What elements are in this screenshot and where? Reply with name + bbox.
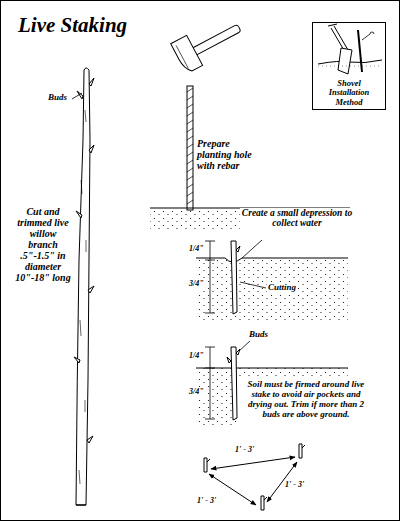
dimension-label: 1' - 3' — [284, 481, 305, 490]
inset-caption: Shovel Installation Method — [313, 79, 385, 107]
inset-box: Shovel Installation Method — [312, 22, 386, 110]
dimension-label: 3/4" — [188, 388, 205, 397]
dimension-bracket — [205, 241, 215, 313]
ground — [196, 258, 348, 322]
stake-spacing — [204, 444, 305, 510]
step-note: Create a small depression to collect wat… — [240, 208, 354, 229]
dimension-label: 1' - 3' — [196, 497, 217, 506]
part-label: Cutting — [267, 283, 297, 293]
step-note: Prepare planting hole with rebar — [197, 138, 263, 171]
dimension-label: 1' - 3' — [234, 446, 255, 455]
diagram-title: Live Staking — [18, 14, 127, 37]
cutting — [231, 241, 240, 314]
dimension-label: 3/4" — [188, 280, 205, 289]
leader-line — [239, 341, 250, 351]
willow-branch — [74, 68, 94, 505]
part-label: Buds — [248, 330, 269, 340]
dimension-label: 1/4" — [188, 352, 205, 361]
dimension-label: 1/4" — [188, 245, 205, 254]
note-text: Cut and trimmed live willow branch .5"-1… — [14, 206, 72, 283]
leader-line — [240, 282, 266, 288]
leader-line — [242, 240, 262, 258]
rebar — [187, 86, 193, 210]
part-label: Buds — [48, 93, 67, 103]
leader-line — [72, 93, 82, 99]
hammer — [171, 12, 247, 74]
dimension-bracket — [205, 347, 215, 419]
live-stake — [227, 347, 240, 420]
shovel-sketch — [318, 24, 382, 74]
step-note: Soil must be firmed around live stake to… — [240, 380, 372, 420]
